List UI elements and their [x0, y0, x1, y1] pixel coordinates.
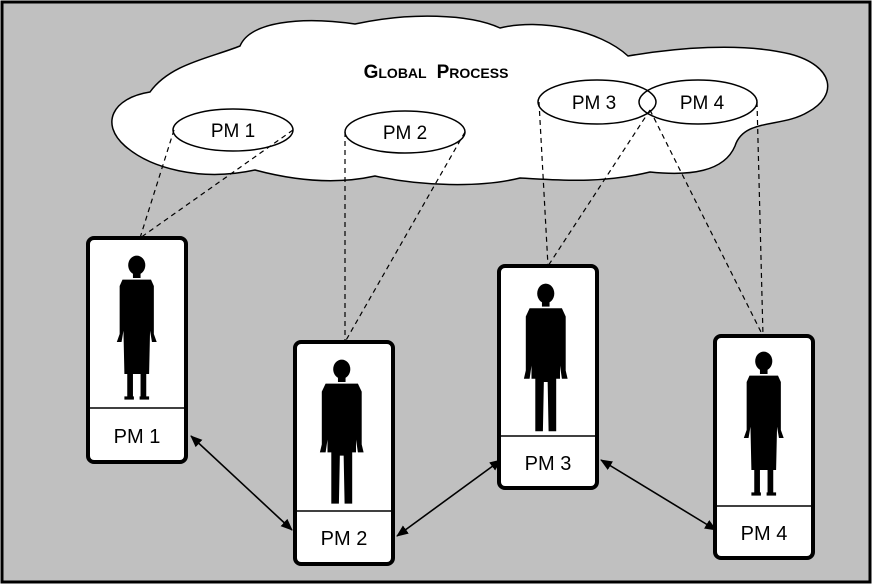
communication-arrows — [190, 435, 717, 537]
projection-line — [756, 101, 764, 337]
participant-card-pm3: PM 3 — [497, 264, 599, 490]
projection-lines — [139, 101, 764, 343]
participant-label-pm4: PM 4 — [741, 523, 788, 545]
arrow-pm3-pm4 — [600, 459, 717, 531]
process-ellipse-label-pm1: PM 1 — [211, 121, 255, 142]
projection-line — [547, 109, 651, 267]
arrow-pm2-pm3 — [396, 459, 502, 537]
projection-line — [139, 129, 175, 239]
projection-line — [649, 109, 764, 337]
process-ellipse-label-pm2: PM 2 — [383, 123, 427, 144]
arrow-pm1-pm2 — [190, 435, 293, 531]
participant-card-pm2: PM 2 — [293, 340, 395, 566]
participant-card-pm4: PM 4 — [713, 334, 815, 560]
process-ellipse-label-pm4: PM 4 — [680, 93, 725, 114]
global-process-cloud — [111, 15, 829, 186]
process-ellipse-label-pm3: PM 3 — [572, 93, 616, 114]
participant-label-pm3: PM 3 — [525, 453, 572, 475]
process-ellipse-pm3 — [537, 79, 657, 125]
participant-label-pm1: PM 1 — [114, 426, 161, 448]
projection-line — [139, 129, 294, 239]
participant-label-pm2: PM 2 — [321, 528, 368, 550]
projection-line — [344, 131, 466, 343]
participant-card-pm1: PM 1 — [86, 236, 188, 464]
projection-line — [538, 101, 549, 267]
